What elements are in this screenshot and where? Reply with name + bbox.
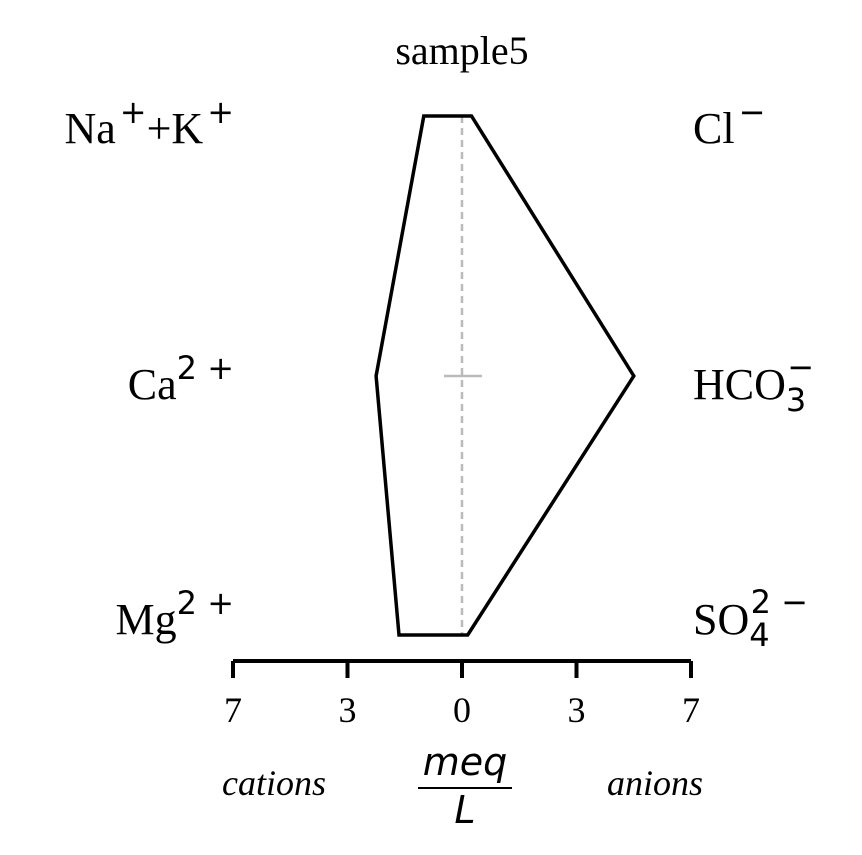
unit-numerator: meq — [423, 740, 508, 784]
x-tick-label-0: 7 — [224, 690, 242, 730]
cation-label-na-k: Na++K+ — [64, 93, 234, 153]
cation-label-ca: Ca2 + — [128, 349, 234, 409]
x-tick-label-2: 0 — [453, 690, 471, 730]
anion-label-so4: SO42 − — [693, 583, 808, 654]
anion-label-hco3: HCO3− — [693, 348, 814, 419]
chart-title: sample5 — [395, 28, 528, 73]
cation-label-mg: Mg2 + — [116, 584, 234, 644]
cations-label: cations — [222, 763, 326, 803]
x-tick-label-3: 3 — [568, 690, 586, 730]
stiff-polygon — [374, 114, 636, 637]
x-axis-ticks: 7 3 0 3 7 — [224, 661, 700, 730]
anion-label-cl: Cl− — [693, 93, 765, 153]
unit-denominator: L — [454, 788, 475, 832]
x-tick-label-1: 3 — [339, 690, 357, 730]
x-tick-label-4: 7 — [682, 690, 700, 730]
anions-label: anions — [607, 763, 703, 803]
